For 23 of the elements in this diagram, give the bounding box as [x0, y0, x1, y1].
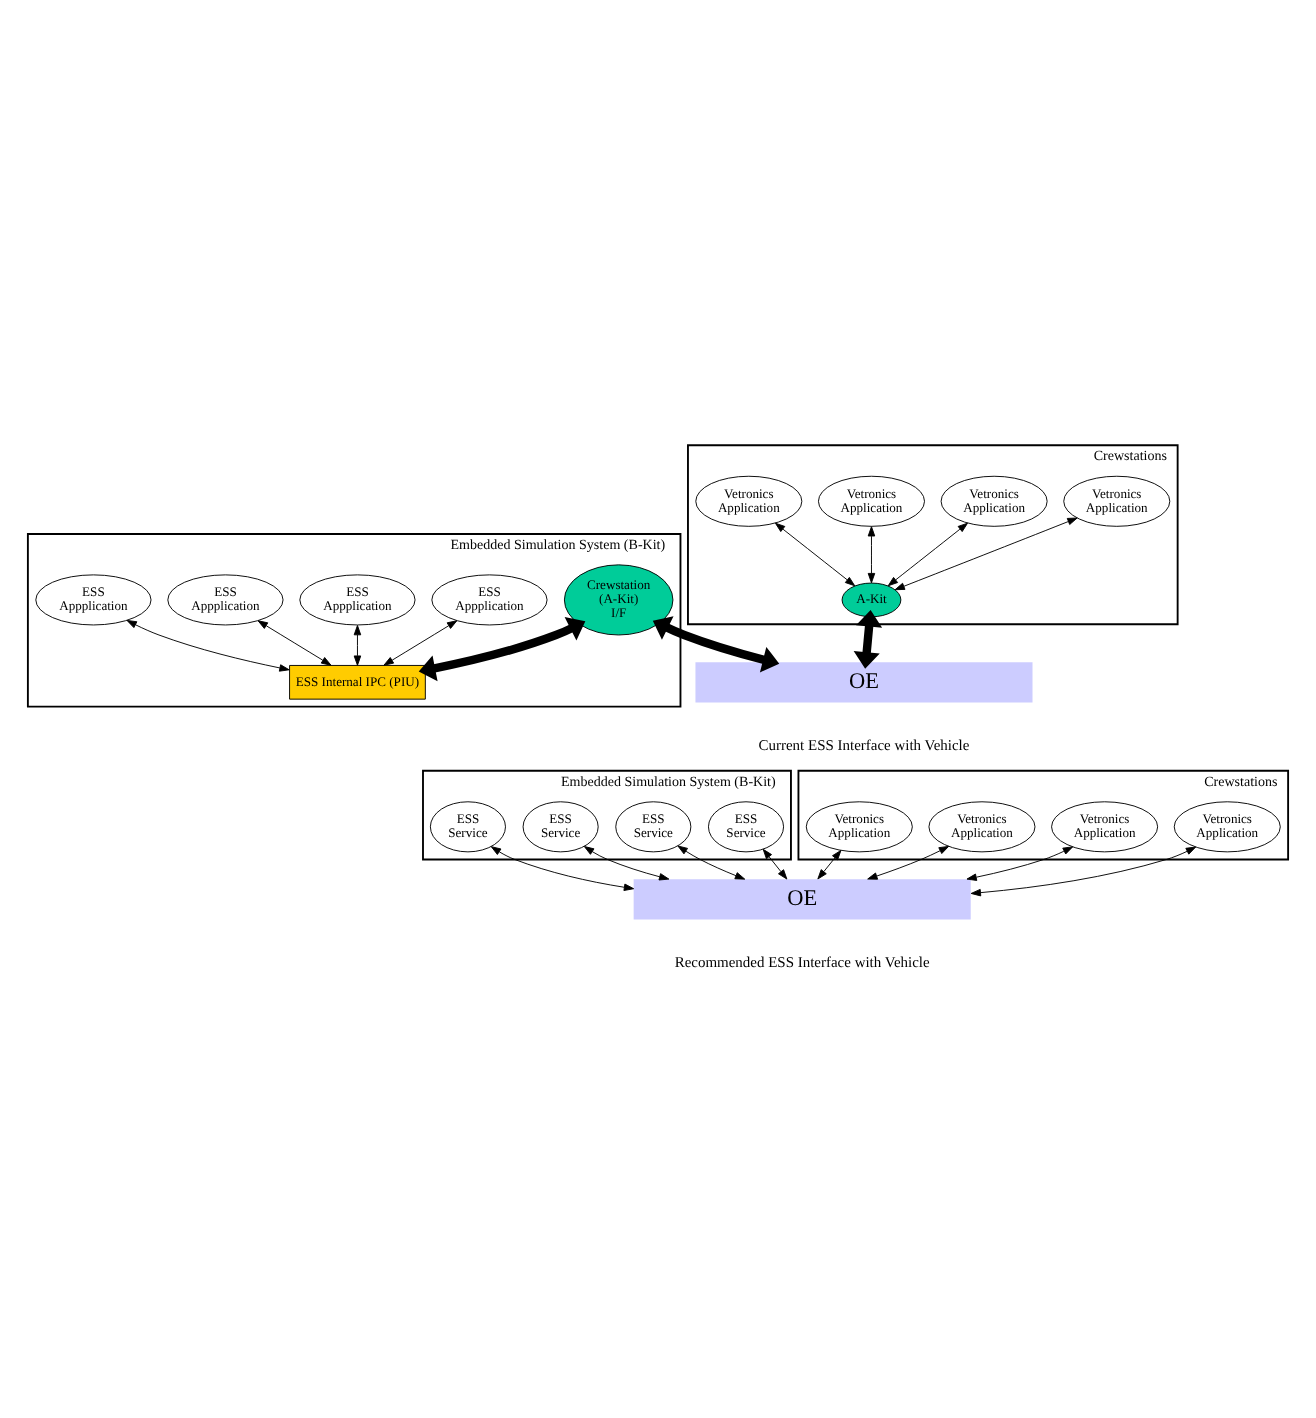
- arrow: [383, 620, 458, 666]
- node-box: OE: [633, 879, 971, 920]
- arrow: [583, 846, 670, 881]
- arrow: [418, 617, 586, 682]
- arrow: [677, 845, 746, 880]
- arrow: [490, 846, 635, 891]
- arrow: [762, 848, 788, 880]
- node-box: OE: [695, 662, 1033, 703]
- arrow: [894, 517, 1078, 591]
- arrow: [966, 846, 1074, 881]
- label: Recommended ESS Interface with Vehicle: [674, 952, 930, 971]
- arrow: [970, 846, 1197, 897]
- arrow: [353, 625, 362, 666]
- arrow: [817, 850, 842, 880]
- arrow: [867, 845, 950, 880]
- arrow: [774, 522, 856, 587]
- arrow: [652, 616, 780, 673]
- label: Current ESS Interface with Vehicle: [758, 735, 970, 754]
- arrow: [887, 522, 968, 587]
- arrow: [867, 526, 876, 584]
- arrow: [126, 619, 290, 672]
- arrow: [853, 609, 883, 669]
- arrow: [257, 620, 332, 666]
